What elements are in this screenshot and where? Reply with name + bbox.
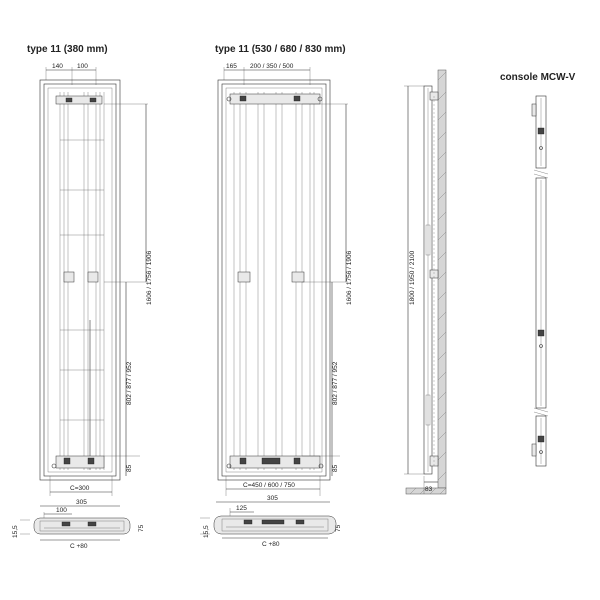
dim-wide-top-right: 200 / 350 / 500 bbox=[250, 63, 294, 70]
title-type11-wide: type 11 (530 / 680 / 830 mm) bbox=[215, 44, 346, 55]
dim-380-top-right: 100 bbox=[77, 63, 88, 70]
radiator-380-front-view: 140 100 bbox=[39, 63, 153, 496]
title-type11-380: type 11 (380 mm) bbox=[27, 44, 108, 55]
dim-wide-plan-offset: 125 bbox=[236, 505, 247, 512]
dim-wide-mid-height: 802 / 877 / 952 bbox=[332, 361, 339, 405]
dim-380-center: C=300 bbox=[70, 485, 90, 492]
title-console: console MCW-V bbox=[500, 72, 576, 83]
dim-wide-top-left: 165 bbox=[226, 63, 237, 70]
dim-wide-total-height: 1606 / 1756 / 1906 bbox=[346, 250, 353, 305]
dim-wide-plan-depth-right: 75 bbox=[335, 524, 342, 532]
dim-wide-plan-depth-left: 15,5 bbox=[203, 525, 210, 538]
dim-wide-bottom-offset: 85 bbox=[332, 464, 339, 472]
dim-side-height: 1800 / 1950 / 2100 bbox=[409, 250, 416, 305]
radiator-380-plan-view: 305 100 15,5 75 C +80 bbox=[12, 499, 145, 550]
dim-380-plan-depth-left: 15,5 bbox=[12, 525, 19, 538]
dim-380-bottom-offset: 85 bbox=[126, 464, 133, 472]
console-mcw-v-drawing bbox=[531, 95, 549, 467]
radiator-wide-front-view: 165 200 / 350 / 500 1606 bbox=[217, 63, 353, 496]
dim-380-top-left: 140 bbox=[52, 63, 63, 70]
dim-380-total-height: 1606 / 1756 / 1906 bbox=[146, 250, 153, 305]
dim-380-plan-offset: 100 bbox=[56, 507, 67, 514]
dim-380-mid-height: 802 / 877 / 952 bbox=[126, 361, 133, 405]
dim-wide-center: C=450 / 600 / 750 bbox=[243, 482, 295, 489]
dim-380-plan-width: 305 bbox=[76, 499, 87, 506]
radiator-wide-plan-view: 305 125 15,5 75 C +80 bbox=[200, 495, 342, 548]
side-view-wall-mount: 1800 / 1950 / 2100 83 bbox=[404, 69, 447, 495]
dim-wide-plan-center: C +80 bbox=[262, 541, 280, 548]
dim-380-plan-depth-right: 75 bbox=[138, 524, 145, 532]
dim-wide-plan-width: 305 bbox=[267, 495, 278, 502]
dim-side-wall-offset: 83 bbox=[425, 486, 433, 493]
dim-380-plan-center: C +80 bbox=[70, 543, 88, 550]
